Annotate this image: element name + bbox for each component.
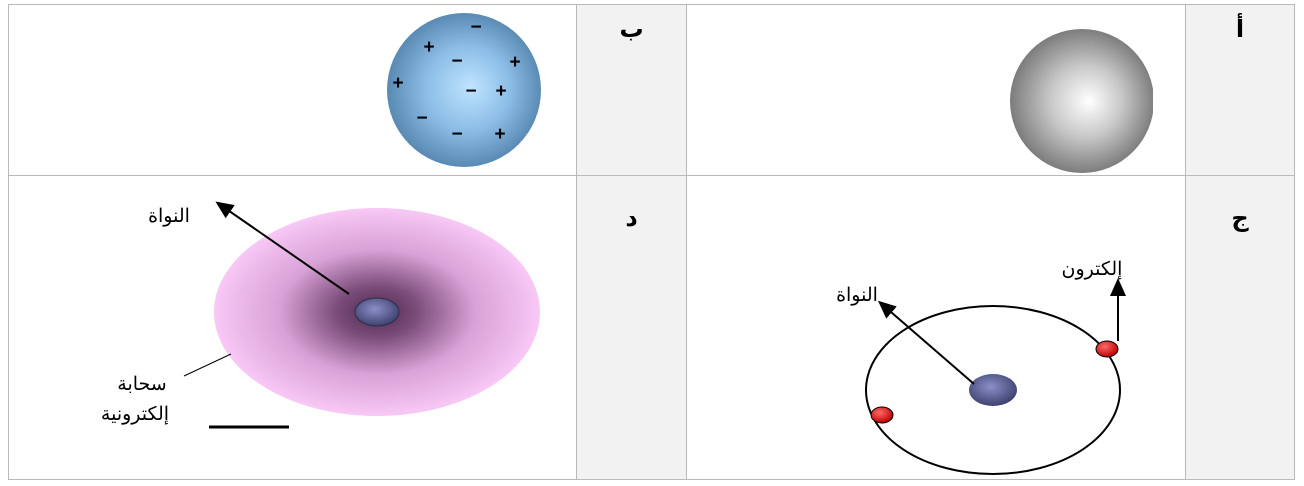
nucleus-arrow bbox=[215, 201, 350, 295]
label-cell-c: ج bbox=[1185, 175, 1295, 480]
nucleus-label: النواة bbox=[148, 206, 190, 227]
label-b: ب bbox=[619, 15, 644, 43]
nucleus bbox=[354, 297, 400, 327]
plum-pudding-figure: −+−++−+−−+ bbox=[387, 13, 541, 167]
positive-charge: + bbox=[494, 124, 505, 145]
label-cell-d: د bbox=[576, 175, 687, 480]
planetary-model-figure: النواة إلكترون bbox=[836, 259, 1126, 475]
cell-model-d: النواة سحابة إلكترونية bbox=[8, 175, 577, 480]
label-cell-a: أ bbox=[1185, 4, 1295, 176]
label-a: أ bbox=[1235, 15, 1245, 43]
label-d: د bbox=[625, 204, 638, 232]
cell-model-c: النواة إلكترون bbox=[686, 175, 1186, 480]
charge-symbols: −+−++−+−−+ bbox=[392, 17, 520, 145]
electron-lower bbox=[870, 406, 894, 424]
electron-cloud-figure: النواة سحابة إلكترونية bbox=[101, 201, 540, 429]
positive-charge: + bbox=[495, 81, 506, 102]
plum-pudding-sphere bbox=[387, 13, 541, 167]
label-cell-b: ب bbox=[576, 4, 687, 176]
negative-charge: − bbox=[470, 17, 481, 38]
positive-charge: + bbox=[423, 37, 434, 58]
cloud-pointer-line bbox=[183, 353, 232, 377]
solid-sphere bbox=[1010, 29, 1154, 173]
cloud-label-line2: إلكترونية bbox=[101, 404, 169, 425]
positive-charge: + bbox=[509, 52, 520, 73]
cell-model-a bbox=[686, 4, 1186, 176]
positive-charge: + bbox=[392, 73, 403, 94]
nucleus bbox=[969, 374, 1017, 406]
negative-charge: − bbox=[451, 124, 462, 145]
label-c: ج bbox=[1231, 204, 1249, 232]
cloud-label-line1: سحابة bbox=[117, 374, 166, 395]
nucleus-label: النواة bbox=[836, 285, 878, 306]
nucleus-arrow bbox=[877, 300, 975, 385]
electron-orbit bbox=[865, 305, 1121, 475]
electron-label: إلكترون bbox=[1062, 259, 1123, 280]
negative-charge: − bbox=[465, 81, 476, 102]
solid-sphere-figure bbox=[1010, 25, 1161, 175]
negative-charge: − bbox=[416, 108, 427, 129]
negative-charge: − bbox=[451, 51, 462, 72]
cell-model-b: −+−++−+−−+ bbox=[8, 4, 577, 176]
electron-upper bbox=[1095, 340, 1119, 358]
